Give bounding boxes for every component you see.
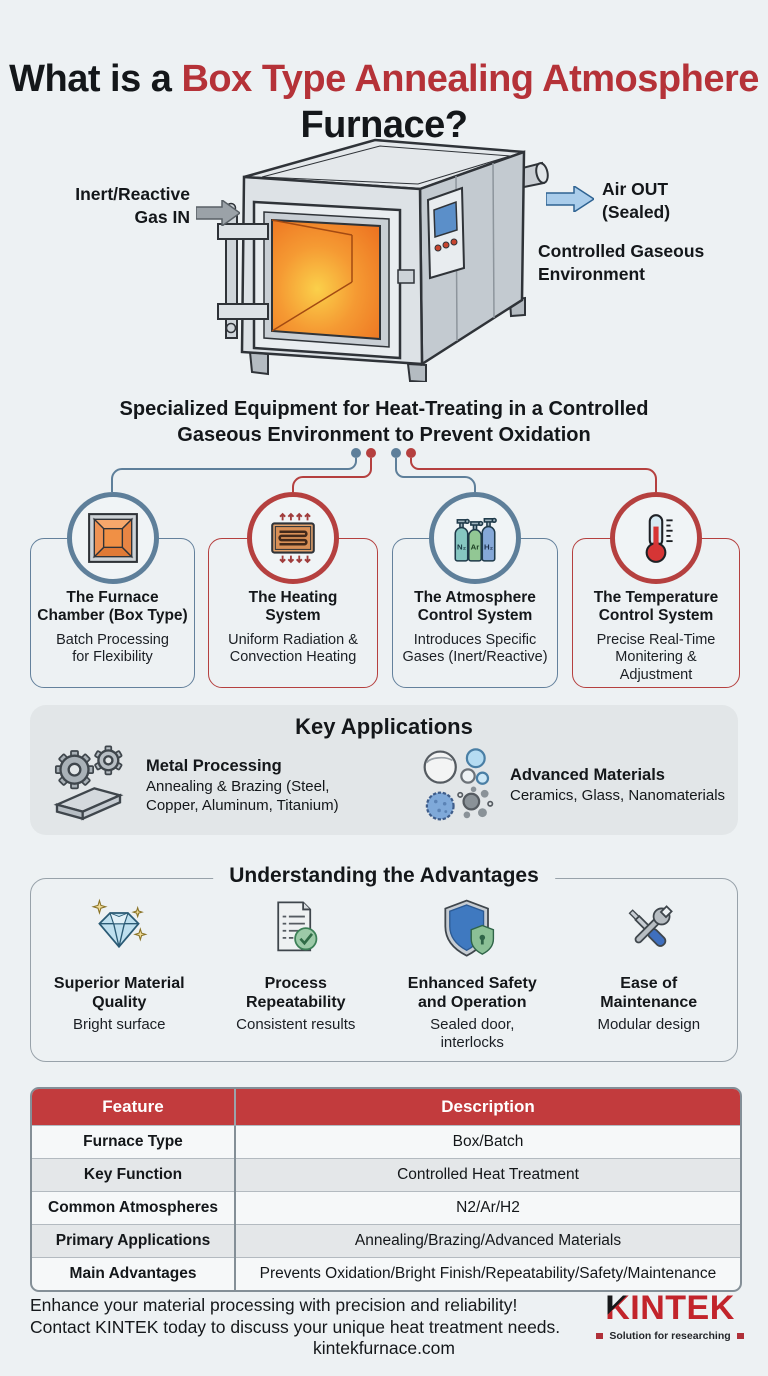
key-applications-panel: Key Applications xyxy=(30,705,738,835)
furnace-chamber-icon xyxy=(66,492,159,584)
advantages-title: Understanding the Advantages xyxy=(213,864,555,888)
footer-line1: Enhance your material processing with pr… xyxy=(30,1295,518,1315)
air-out-arrow-icon xyxy=(546,186,594,212)
advantage-desc: Modular design xyxy=(597,1016,701,1034)
page-title: What is a Box Type Annealing Atmosphere … xyxy=(0,57,768,148)
website-url: kintekfurnace.com xyxy=(312,1338,455,1358)
component-desc: Precise Real-Time Monitering & Adjustmen… xyxy=(596,631,716,683)
box-furnace-illustration xyxy=(217,138,549,382)
svg-text:Ar: Ar xyxy=(471,542,480,551)
tagline-bar-right xyxy=(736,1332,744,1339)
advantages-panel: Understanding the Advantages Superior Ma… xyxy=(30,864,738,1062)
controlled-environment-label: Controlled Gaseous Environment xyxy=(538,241,705,284)
advantage-desc: Consistent results xyxy=(236,1016,356,1034)
gas-in-label: Inert/Reactive Gas IN xyxy=(75,184,190,227)
component-desc: Uniform Radiation & Convection Heating xyxy=(228,631,358,666)
component-card-heating-system: The Heating System Uniform Radiation & C… xyxy=(208,492,378,688)
key-applications-title: Key Applications xyxy=(295,714,473,739)
air-out-label: Air OUT (Sealed) xyxy=(602,179,671,222)
intro-subtitle: Specialized Equipment for Heat-Treating … xyxy=(119,398,649,447)
advantage-title: Process Repeatability xyxy=(245,975,346,1012)
table-row: Primary Applications Annealing/Brazing/A… xyxy=(32,1224,740,1258)
title-prefix: What is a xyxy=(9,58,182,101)
checklist-icon xyxy=(277,901,318,952)
advantage-desc: Bright surface xyxy=(72,1016,166,1034)
table-header-row: Feature Description xyxy=(32,1089,740,1126)
component-title: The Temperature Control System xyxy=(593,589,719,625)
table-row: Main Advantages Prevents Oxidation/Brigh… xyxy=(32,1257,740,1290)
table-row: Common Atmospheres N2/Ar/H2 xyxy=(32,1191,740,1225)
shield-icon xyxy=(444,899,495,957)
footer-line2: Contact KINTEK today to discuss your uni… xyxy=(30,1316,561,1337)
advantage-material-quality: Superior Material Quality Bright surface xyxy=(31,897,208,1052)
application-title: Metal Processing xyxy=(146,756,282,775)
advantage-safety: Enhanced Safety and Operation Sealed doo… xyxy=(384,897,561,1052)
svg-text:H₂: H₂ xyxy=(484,542,494,551)
table-header-description: Description xyxy=(235,1089,740,1126)
application-metal-processing: Metal Processing Annealing & Brazing (St… xyxy=(50,744,396,828)
advantage-title: Superior Material Quality xyxy=(53,975,185,1012)
component-desc: Introduces Specific Gases (Inert/Reactiv… xyxy=(402,631,548,666)
table-row: Key Function Controlled Heat Treatment xyxy=(32,1158,740,1192)
gas-cylinders-icon: N₂ Ar H₂ xyxy=(429,492,521,584)
advantage-title: Enhanced Safety and Operation xyxy=(407,975,537,1012)
gas-in-arrow-icon xyxy=(196,200,240,226)
materials-particles-icon xyxy=(423,748,494,821)
tools-icon xyxy=(628,905,673,947)
component-title: The Atmosphere Control System xyxy=(414,589,536,625)
title-suffix: Furnace? xyxy=(300,104,468,147)
svg-text:N₂: N₂ xyxy=(457,542,467,551)
title-highlight: Box Type Annealing Atmosphere xyxy=(181,58,759,101)
brand-tagline: Solution for researching xyxy=(596,1330,744,1342)
advantage-title: Ease of Maintenance xyxy=(600,975,698,1012)
thermometer-icon xyxy=(610,492,702,584)
kintek-logo: KINTEK Solution for researching xyxy=(596,1289,744,1342)
component-card-furnace-chamber: The Furnace Chamber (Box Type) Batch Pro… xyxy=(30,492,195,688)
table-row: Furnace Type Box/Batch xyxy=(32,1125,740,1159)
application-title: Advanced Materials xyxy=(510,766,665,785)
component-card-temperature-control: The Temperature Control System Precise R… xyxy=(572,492,740,688)
diamond-icon xyxy=(91,898,148,949)
spec-table: Feature Description Furnace Type Box/Bat… xyxy=(30,1087,742,1292)
gears-metal-icon xyxy=(53,745,124,821)
component-title: The Heating System xyxy=(248,589,338,625)
tagline-bar-left xyxy=(596,1332,604,1339)
brand-wordmark: KINTEK xyxy=(605,1289,735,1327)
advantage-desc: Sealed door, interlocks xyxy=(430,1016,515,1052)
component-desc: Batch Processing for Flexibility xyxy=(56,631,169,666)
application-desc: Annealing & Brazing (Steel, Copper, Alum… xyxy=(146,777,339,814)
connector-lines xyxy=(111,448,657,492)
component-card-atmosphere-control: N₂ Ar H₂ The Atmosphere Control System I… xyxy=(392,492,558,688)
application-advanced-materials: Advanced Materials Ceramics, Glass, Nano… xyxy=(418,746,725,826)
application-desc: Ceramics, Glass, Nanomaterials xyxy=(510,787,726,805)
table-header-feature: Feature xyxy=(32,1089,236,1126)
advantage-repeatability: Process Repeatability Consistent results xyxy=(208,897,385,1052)
heating-element-icon xyxy=(247,492,339,584)
component-title: The Furnace Chamber (Box Type) xyxy=(37,589,188,625)
advantage-maintenance: Ease of Maintenance Modular design xyxy=(561,897,738,1052)
footer-cta: Enhance your material processing with pr… xyxy=(30,1295,595,1338)
